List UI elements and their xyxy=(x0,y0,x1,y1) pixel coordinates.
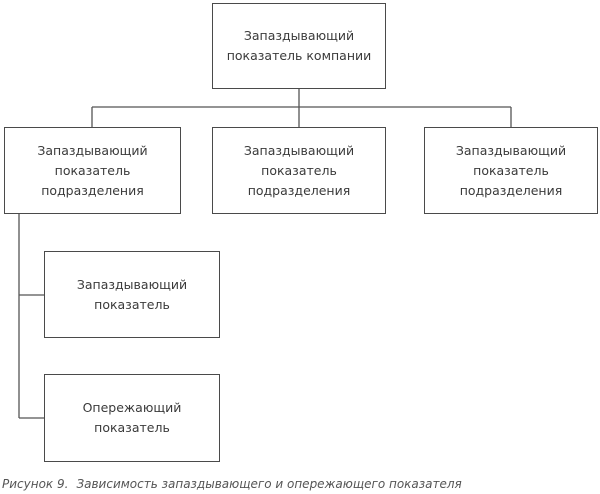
figure-caption-text: Зависимость запаздывающего и опережающег… xyxy=(76,477,462,491)
lagging-indicator-box: Запаздывающий показатель xyxy=(44,251,220,338)
leading-indicator-label: Опережающий показатель xyxy=(82,400,182,435)
figure-caption-label: Рисунок 9. xyxy=(2,477,69,491)
division-lagging-indicator-box-2: Запаздывающий показатель подразделения xyxy=(212,127,386,214)
division-lagging-indicator-label-3: Запаздывающий показатель подразделения xyxy=(455,142,567,198)
leading-indicator-box: Опережающий показатель xyxy=(44,374,220,462)
division-lagging-indicator-label-2: Запаздывающий показатель подразделения xyxy=(243,142,355,198)
figure-caption: Рисунок 9. Зависимость запаздывающего и о… xyxy=(2,476,598,492)
division-lagging-indicator-box-1: Запаздывающий показатель подразделения xyxy=(4,127,181,214)
division-lagging-indicator-box-3: Запаздывающий показатель подразделения xyxy=(424,127,598,214)
company-lagging-indicator-box: Запаздывающий показатель компании xyxy=(212,3,386,89)
lagging-indicator-label: Запаздывающий показатель xyxy=(76,276,188,312)
division-lagging-indicator-label-1: Запаздывающий показатель подразделения xyxy=(37,142,148,198)
company-lagging-indicator-label: Запаздывающий показатель компании xyxy=(226,28,372,63)
